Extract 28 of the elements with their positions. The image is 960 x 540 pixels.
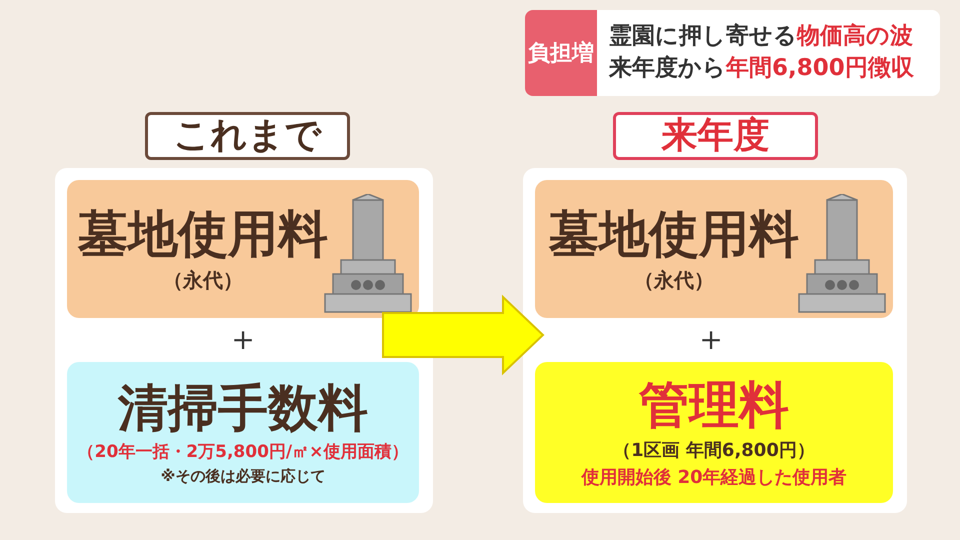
- fee-box: [535, 180, 893, 318]
- fee-box: [67, 362, 419, 503]
- badge-text: 負担増: [528, 40, 594, 68]
- heading-box: [613, 112, 818, 160]
- fee-title: 清掃手数料: [118, 378, 368, 440]
- plus-sign: ＋: [694, 322, 728, 356]
- fee-note: （永代）: [163, 267, 243, 294]
- headline-banner: [597, 10, 940, 96]
- card-background: [55, 168, 433, 513]
- plus-sign: ＋: [226, 322, 260, 356]
- fee-title: 墓地使用料: [549, 204, 799, 265]
- heading: 来年度: [662, 114, 770, 158]
- fee-note: （永代）: [634, 267, 714, 294]
- fee-detail: （20年一括・2万5,800円/㎡×使用面積）: [78, 440, 408, 464]
- fee-note: ※その後は必要に応じて: [160, 466, 326, 488]
- headline: 霊園に押し寄せる物価高の波: [609, 22, 914, 52]
- fee-title: 墓地使用料: [78, 204, 328, 265]
- badge: [525, 10, 597, 96]
- fee-box: [535, 362, 893, 503]
- fee-box: [67, 180, 419, 318]
- fee-note: 使用開始後 20年経過した使用者: [581, 466, 847, 490]
- headline: 来年度から年間6,800円徴収: [609, 54, 915, 83]
- card-background: [523, 168, 907, 513]
- block-arrow: [382, 294, 544, 376]
- fee-title: 管理料: [639, 375, 789, 436]
- heading: これまで: [174, 114, 322, 158]
- heading-box: [145, 112, 350, 160]
- fee-detail: （1区画 年間6,800円）: [613, 438, 815, 463]
